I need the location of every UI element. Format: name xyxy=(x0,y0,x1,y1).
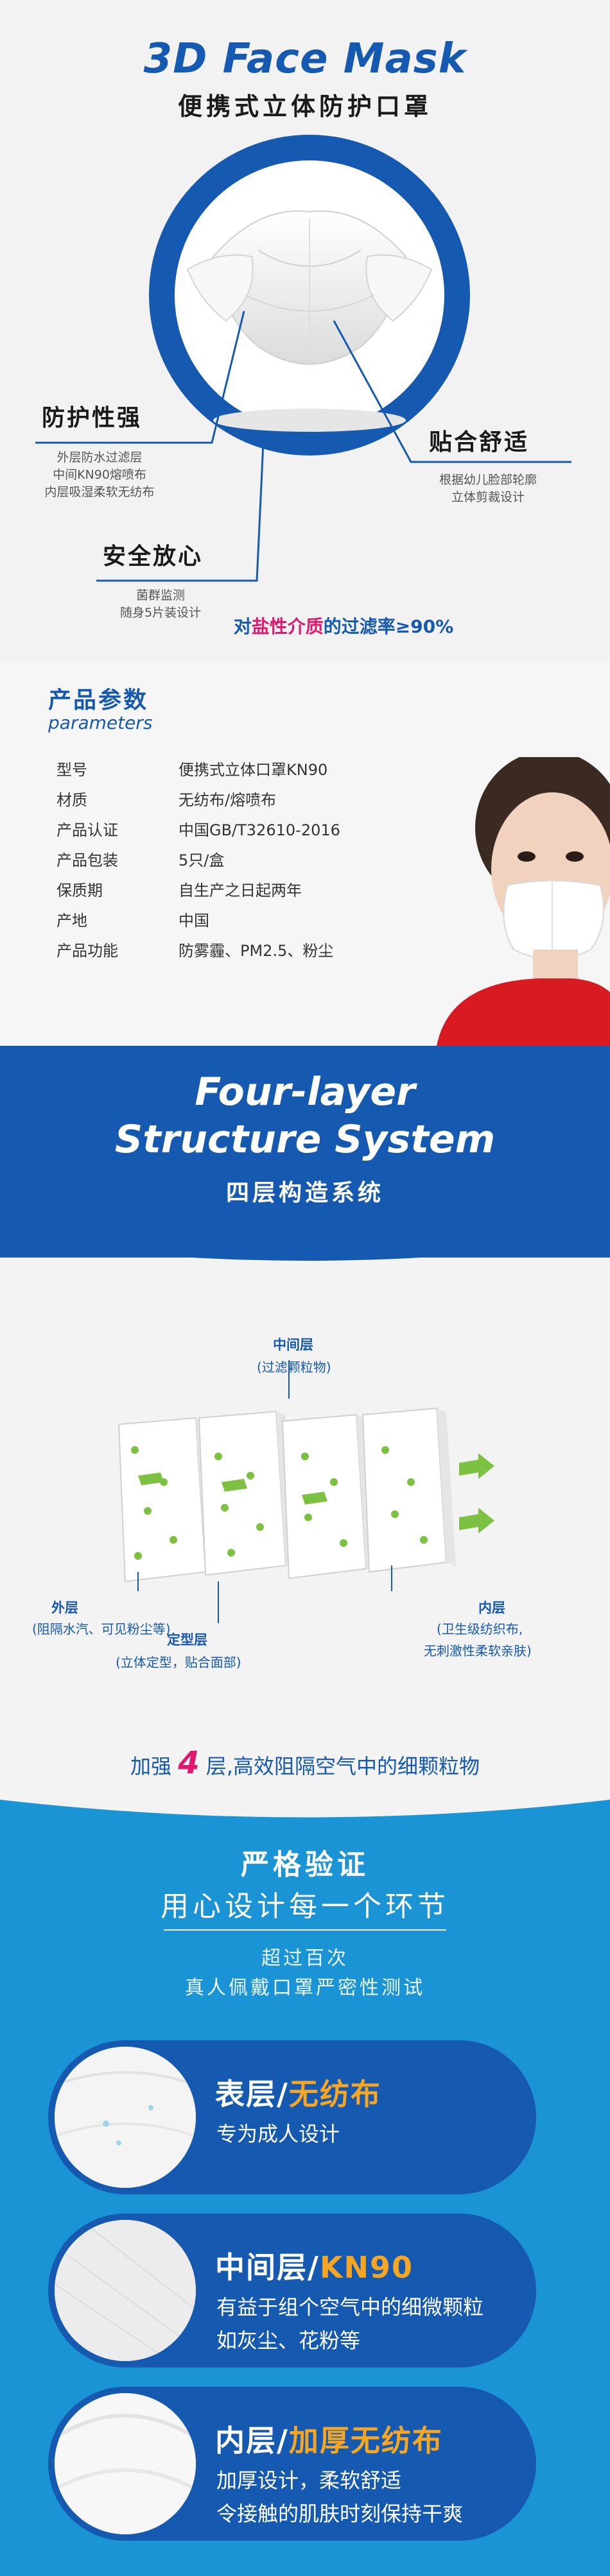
hero-subtitle: 便携式立体防护口罩 xyxy=(177,92,432,121)
layer-card-middle: 中间层/KN90 有益于组个空气中的细微颗粒如灰尘、花粉等 xyxy=(48,2213,536,2367)
card-desc: 有益于组个空气中的细微颗粒如灰尘、花粉等 xyxy=(216,2295,484,2353)
param-row: 产品功能防雾霾、PM2.5、粉尘 xyxy=(57,942,334,960)
filter-rate: 对盐性介质的过滤率≥90% xyxy=(233,616,454,637)
layer-card-inner: 内层/加厚无纺布 加厚设计，柔软舒适令接触的肌肤时刻保持干爽 xyxy=(48,2387,536,2541)
callout-safe-title: 安全放心 xyxy=(103,543,204,570)
callout-fit-title: 贴合舒适 xyxy=(429,429,530,456)
callout-lines xyxy=(35,311,571,582)
param-row: 产品认证中国GB/T32610-2016 xyxy=(57,821,340,839)
callout-fit-text: 根据幼儿脸部轮廓 立体剪裁设计 xyxy=(439,473,537,504)
card-desc: 加厚设计，柔软舒适令接触的肌肤时刻保持干爽 xyxy=(216,2468,464,2526)
fabric-swatch-inner xyxy=(55,2393,196,2534)
layers-diagram xyxy=(118,1360,494,1623)
layer-card-surface: 表层/无纺布 专为成人设计 xyxy=(48,2040,536,2194)
layers-header-wave xyxy=(0,1225,610,1261)
label-leaders xyxy=(137,1360,392,1623)
label-outer-name: 外层 xyxy=(51,1600,78,1616)
verification-section: 严格验证 用心设计每一个环节 超过百次 真人佩戴口罩严密性测试 表层/无纺布 专… xyxy=(0,1796,610,2576)
label-middle-note: (过滤颗粒物) xyxy=(257,1360,331,1375)
param-row: 保质期自生产之日起两年 xyxy=(57,882,302,900)
layers-subtitle: 四层构造系统 xyxy=(225,1180,384,1206)
fabric-swatch-surface xyxy=(55,2047,196,2188)
card-desc: 专为成人设计 xyxy=(216,2122,340,2146)
layers-footnote: 加强 4 层,高效阻隔空气中的细颗粒物 xyxy=(130,1745,480,1781)
params-title: 产品参数 xyxy=(48,687,149,713)
verify-divider xyxy=(164,1929,446,1931)
verify-top-wave xyxy=(0,1796,610,1818)
label-shaping-name: 定型层 xyxy=(167,1632,207,1648)
hero-section: 3D Face Mask 便携式立体防护口罩 防护性强 外层防水过滤层 中间KN… xyxy=(0,0,610,661)
airflow-arrows xyxy=(138,1453,494,1533)
params-subtitle: parameters xyxy=(48,712,153,733)
param-row: 材质无纺布/熔喷布 xyxy=(57,791,277,809)
label-shaping-note: (立体定型，贴合面部) xyxy=(116,1655,241,1670)
parameters-section: 产品参数 parameters 型号便携式立体口罩KN90 材质无纺布/熔喷布 … xyxy=(0,661,610,1046)
hero-title: 3D Face Mask xyxy=(143,35,467,83)
callout-protection-title: 防护性强 xyxy=(42,405,143,431)
param-row: 产地中国 xyxy=(57,912,209,930)
layers-header xyxy=(0,1046,610,1258)
label-inner-note1: (卫生级纺织布, xyxy=(437,1621,523,1637)
card-title: 表层/无纺布 xyxy=(215,2077,381,2111)
fabric-swatch-middle xyxy=(55,2220,196,2361)
layer-panel-middle xyxy=(281,1413,376,1580)
model-photo xyxy=(437,757,610,1046)
card-title: 内层/加厚无纺布 xyxy=(215,2423,443,2458)
layer-panel-inner xyxy=(362,1407,456,1573)
verify-note: 超过百次 真人佩戴口罩严密性测试 xyxy=(185,1947,425,1999)
particle-dots xyxy=(131,1446,428,1560)
card-title: 中间层/KN90 xyxy=(215,2250,414,2285)
verify-title: 严格验证 xyxy=(241,1848,369,1881)
callout-safe-text: 菌群监测 随身5片装设计 xyxy=(119,588,202,620)
layers-title: Four-layer Structure System xyxy=(114,1070,496,1162)
callout-protection-text: 外层防水过滤层 中间KN90熔喷布 内层吸湿柔软无纺布 xyxy=(44,450,155,499)
verify-subtitle: 用心设计每一个环节 xyxy=(161,1890,449,1923)
label-outer-note: (阻隔水汽、可见粉尘等) xyxy=(32,1621,171,1637)
label-middle-name: 中间层 xyxy=(273,1337,313,1352)
label-inner-note2: 无刺激性柔软亲肤) xyxy=(424,1643,532,1659)
layer-panel-shaping xyxy=(198,1410,295,1576)
four-layer-section: Four-layer Structure System 四层构造系统 xyxy=(0,1046,610,1796)
mask-illustration xyxy=(186,210,433,432)
param-row: 型号便携式立体口罩KN90 xyxy=(57,761,328,779)
label-inner-name: 内层 xyxy=(478,1600,505,1616)
